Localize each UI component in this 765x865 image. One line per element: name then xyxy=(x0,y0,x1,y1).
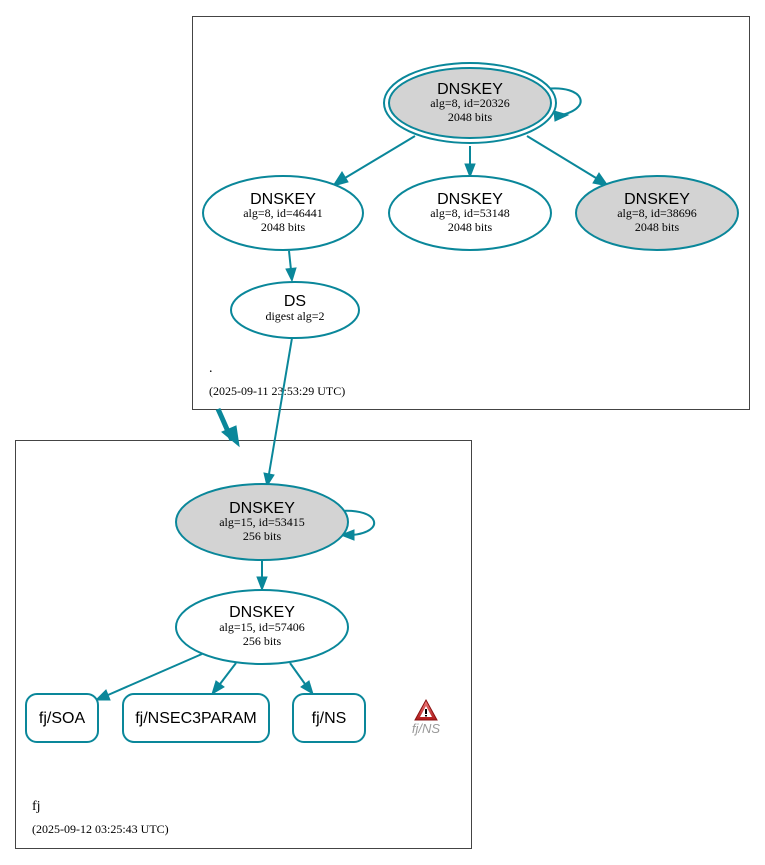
arrowhead xyxy=(211,680,225,696)
root-ds-oval xyxy=(230,281,360,339)
fj-ns-record[interactable]: fj/NS xyxy=(292,693,366,743)
root-zsk2-oval xyxy=(388,175,552,251)
root-ksk-node[interactable]: DNSKEY alg=8, id=20326 2048 bits xyxy=(383,62,557,144)
fj-ksk-oval xyxy=(175,483,349,561)
root-zsk3-alg: alg=8, id=38696 xyxy=(617,206,697,220)
root-zsk2-title: DNSKEY xyxy=(437,191,503,208)
fj-nsec3param-box xyxy=(122,693,270,743)
root-zsk1-oval xyxy=(202,175,364,251)
fj-nsec3param-label: fj/NSEC3PARAM xyxy=(135,710,257,727)
arrowhead xyxy=(592,172,610,187)
fj-ksk-node[interactable]: DNSKEY alg=15, id=53415 256 bits xyxy=(175,483,349,561)
fj-zsk-bits: 256 bits xyxy=(243,634,282,648)
arrowhead xyxy=(263,472,275,488)
root-zsk1-alg: alg=8, id=46441 xyxy=(243,206,323,220)
root-zsk3-oval xyxy=(575,175,739,251)
edge-fj-zsk-ns xyxy=(289,662,306,685)
warning-icon xyxy=(414,698,438,721)
edge-fj-ksk-self xyxy=(339,509,375,536)
root-ksk-title: DNSKEY xyxy=(437,81,503,98)
fj-ns-box xyxy=(292,693,366,743)
root-zsk2-alg: alg=8, id=53148 xyxy=(430,206,510,220)
root-zsk1-node[interactable]: DNSKEY alg=8, id=46441 2048 bits xyxy=(202,175,364,251)
fj-ksk-bits: 256 bits xyxy=(243,529,282,543)
edge-root-ksk-self xyxy=(544,87,582,117)
arrowhead xyxy=(331,171,349,187)
root-zsk1-title: DNSKEY xyxy=(250,191,316,208)
edge-root-zsk1-ds xyxy=(288,250,292,271)
fj-ksk-title: DNSKEY xyxy=(229,500,295,517)
fj-zone-timestamp: (2025-09-12 03:25:43 UTC) xyxy=(32,822,169,836)
root-ksk-oval xyxy=(388,67,552,139)
edges xyxy=(94,87,610,701)
fj-soa-box xyxy=(25,693,99,743)
root-zsk3-title: DNSKEY xyxy=(624,191,690,208)
root-zsk2-node[interactable]: DNSKEY alg=8, id=53148 2048 bits xyxy=(388,175,552,251)
edge-root-ksk-zsk1 xyxy=(344,135,416,179)
root-zsk3-node[interactable]: DNSKEY alg=8, id=38696 2048 bits xyxy=(575,175,739,251)
arrowhead xyxy=(94,689,111,701)
fj-ksk-alg: alg=15, id=53415 xyxy=(219,515,305,529)
edge-ds-fj-ksk xyxy=(268,337,293,475)
arrowhead xyxy=(300,680,314,696)
arrowhead xyxy=(339,529,355,541)
edge-fj-zsk-nsec3param xyxy=(219,662,237,685)
arrowhead xyxy=(221,425,240,448)
arrowhead xyxy=(256,576,268,592)
fj-zsk-alg: alg=15, id=57406 xyxy=(219,620,305,634)
arrowhead xyxy=(553,110,570,122)
root-zsk2-bits: 2048 bits xyxy=(448,220,493,234)
fj-ns-warning[interactable]: fj/NS xyxy=(412,698,441,736)
edge-root-ksk-zsk3 xyxy=(526,135,597,179)
fj-soa-label: fj/SOA xyxy=(39,710,86,727)
root-ksk-bits: 2048 bits xyxy=(448,110,493,124)
root-zsk3-bits: 2048 bits xyxy=(635,220,680,234)
root-zone-label: . xyxy=(209,361,213,376)
root-zone-timestamp: (2025-09-11 23:53:29 UTC) xyxy=(209,384,345,398)
arrowhead xyxy=(464,163,476,179)
fj-zsk-oval xyxy=(175,589,349,665)
fj-zsk-node[interactable]: DNSKEY alg=15, id=57406 256 bits xyxy=(175,589,349,665)
root-ds-title: DS xyxy=(284,293,306,310)
arrowhead xyxy=(285,267,297,283)
fj-zone-label: fj xyxy=(32,799,41,814)
root-ds-detail: digest alg=2 xyxy=(265,309,324,323)
fj-ns-label: fj/NS xyxy=(312,710,347,727)
root-zsk1-bits: 2048 bits xyxy=(261,220,306,234)
root-ds-node[interactable]: DS digest alg=2 xyxy=(230,281,360,339)
fj-zsk-title: DNSKEY xyxy=(229,604,295,621)
edge-fj-zsk-soa xyxy=(107,653,203,696)
fj-soa-record[interactable]: fj/SOA xyxy=(25,693,99,743)
warning-label: fj/NS xyxy=(412,721,441,736)
fj-nsec3param-record[interactable]: fj/NSEC3PARAM xyxy=(122,693,270,743)
root-ksk-alg: alg=8, id=20326 xyxy=(430,96,510,110)
